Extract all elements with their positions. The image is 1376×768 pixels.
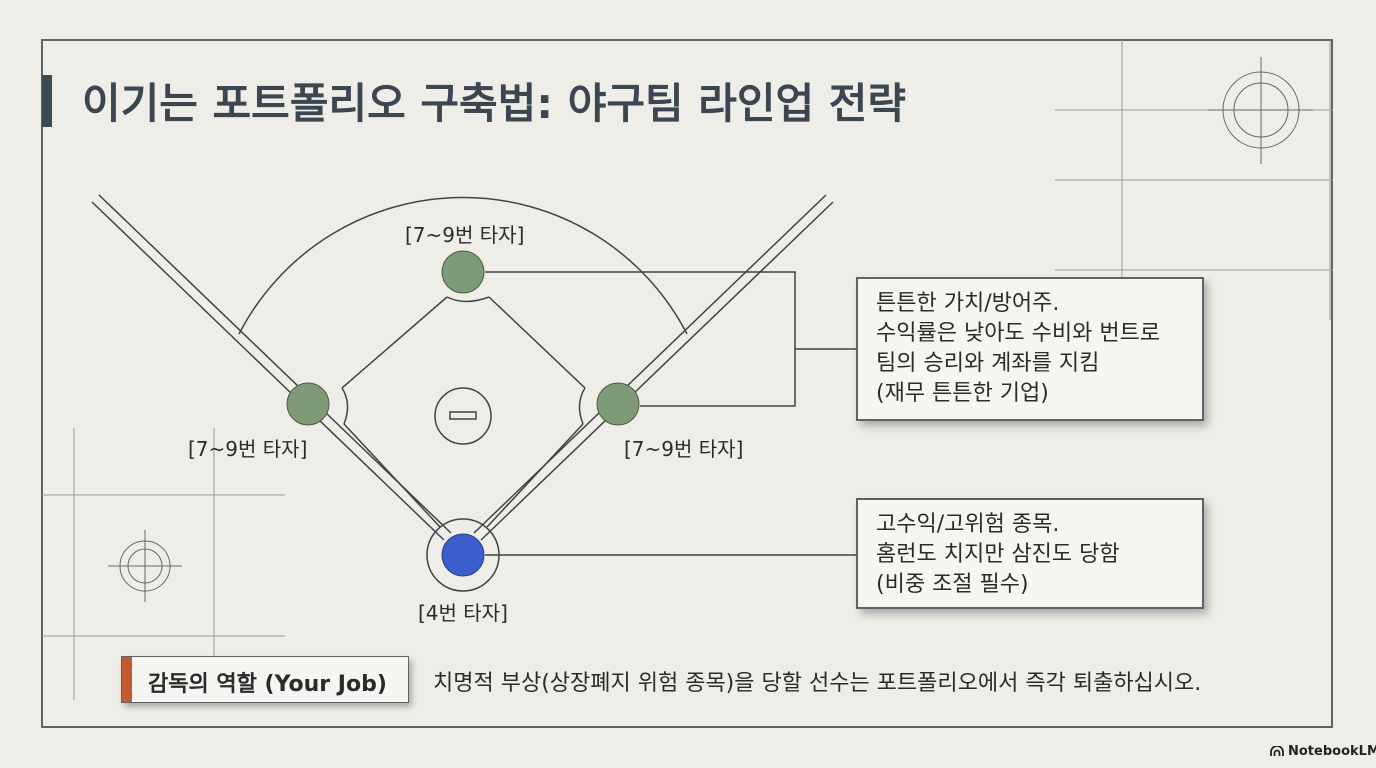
title-accent-bar [42,75,52,127]
callout-line: 고수익/고위험 종목. [876,512,1060,537]
crosshair-decoration-bottom-left [42,428,285,700]
job-badge-label: 감독의 역할 (Your Job) [148,672,387,697]
job-badge: 감독의 역할 (Your Job) [121,656,409,703]
position-label-top: [7~9번 타자] [405,223,525,247]
callout-line: (재무 튼튼한 기업) [876,381,1049,406]
job-badge-accent [122,657,132,702]
page-title: 이기는 포트폴리오 구축법: 야구팀 라인업 전략 [82,79,907,128]
player-right-marker [596,382,640,426]
foul-lines [91,194,834,541]
position-label-right: [7~9번 타자] [624,437,744,461]
position-label-left: [7~9번 타자] [188,437,308,461]
callout-line: 홈런도 치지만 삼진도 당함 [876,542,1120,567]
crosshair-decoration-top-right [1055,40,1333,320]
callout-line: 팀의 승리와 계좌를 지킴 [876,351,1100,376]
pitchers-mound [434,387,492,445]
brand-name: NotebookLM [1288,744,1376,759]
notebooklm-logo-icon [1270,746,1284,756]
player-top-marker [441,250,485,294]
brand-watermark: NotebookLM [1270,744,1376,759]
player-left-marker [286,382,330,426]
callout-line: 튼튼한 가치/방어주. [876,291,1060,316]
connector-lines [485,271,857,556]
slide-frame [41,39,1333,728]
infield-diamond [341,296,586,528]
callout-high-risk-stocks: 고수익/고위험 종목. 홈런도 치지만 삼진도 당함 (비중 조절 필수) [856,498,1204,609]
position-label-home: [4번 타자] [418,601,508,625]
player-home-marker [441,533,485,577]
callout-line: (비중 조절 필수) [876,572,1029,597]
callout-line: 수익률은 낮아도 수비와 번트로 [876,321,1161,346]
job-description: 치명적 부상(상장폐지 위험 종목)을 당할 선수는 포트폴리오에서 즉각 퇴출… [433,671,1202,696]
outfield-arc [238,196,688,335]
callout-defensive-stocks: 튼튼한 가치/방어주. 수익률은 낮아도 수비와 번트로 팀의 승리와 계좌를 … [856,277,1204,421]
